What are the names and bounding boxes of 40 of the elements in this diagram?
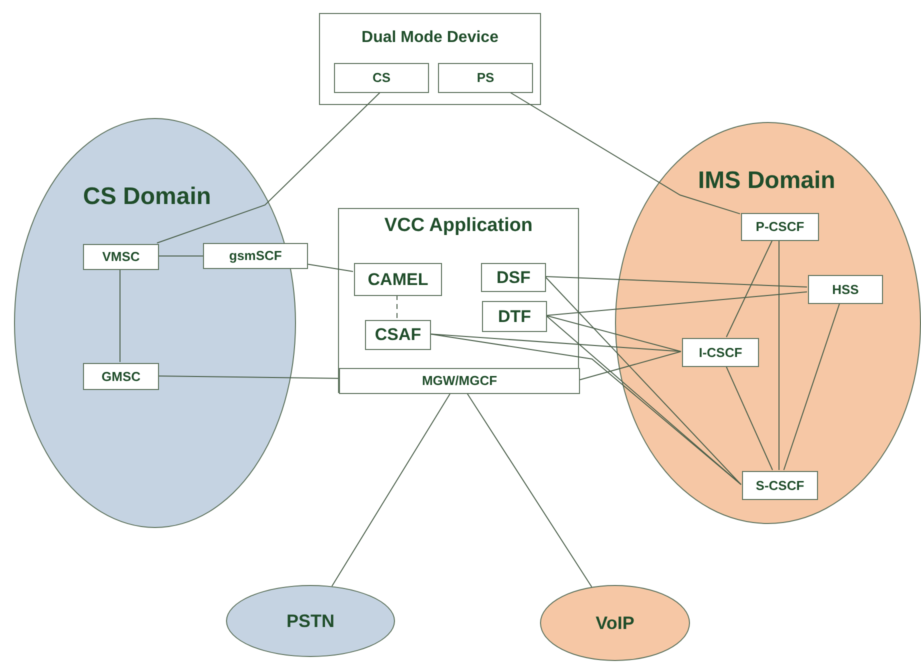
connector-line	[396, 294, 398, 320]
connector-line	[544, 276, 808, 288]
connector-line	[726, 366, 773, 470]
function-box: DTF	[482, 301, 547, 332]
domain-title: CS Domain	[83, 182, 212, 212]
container-title: VCC Application	[383, 214, 534, 238]
connector-line	[331, 392, 451, 587]
connector-line	[508, 92, 740, 214]
domain-title: IMS Domain	[698, 166, 836, 196]
connector-line	[546, 291, 808, 316]
function-box: I-CSCF	[682, 338, 759, 367]
connector-line	[466, 392, 592, 588]
network-ellipse: VoIP	[540, 585, 690, 661]
container-box	[319, 13, 541, 105]
function-box: CS	[334, 63, 429, 93]
function-box: VMSC	[83, 244, 159, 270]
connector-line	[158, 376, 338, 379]
connector-line	[578, 351, 682, 380]
network-ellipse: PSTN	[226, 585, 395, 657]
function-box: DSF	[481, 263, 546, 292]
function-box: CSAF	[365, 320, 431, 350]
function-box: HSS	[808, 275, 883, 304]
function-box: gsmSCF	[203, 243, 308, 269]
connector-line	[156, 92, 381, 244]
function-box: MGW/MGCF	[339, 368, 580, 394]
connector-line	[726, 240, 773, 338]
function-box: S-CSCF	[742, 471, 818, 500]
connector-line	[308, 264, 354, 272]
connector-line	[544, 276, 742, 485]
container-box	[338, 208, 579, 393]
connector-line	[783, 302, 840, 470]
connector-line	[430, 334, 682, 352]
function-box: GMSC	[83, 363, 159, 390]
function-box: CAMEL	[354, 263, 442, 296]
connector-line	[430, 334, 742, 485]
connector-line	[546, 315, 682, 352]
connector-line	[778, 240, 780, 470]
function-box: PS	[438, 63, 533, 93]
container-title: Dual Mode Device	[360, 28, 500, 48]
function-box: P-CSCF	[741, 213, 819, 241]
